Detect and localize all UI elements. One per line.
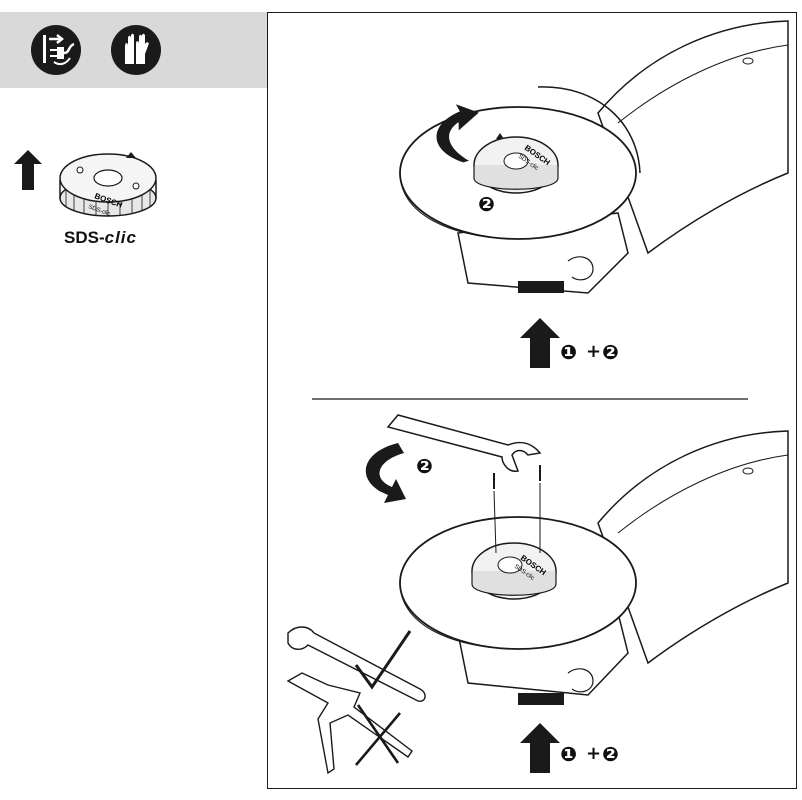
cross-mark-icon <box>355 704 401 766</box>
top-up-arrow-icon <box>520 318 560 368</box>
bottom-rotation-step-number: ❷ <box>416 454 433 478</box>
bottom-up-arrow-icon <box>520 723 560 773</box>
sds-label-prefix: SDS- <box>64 228 105 247</box>
gloves-icon <box>111 25 161 75</box>
unplug-icon <box>31 25 81 75</box>
up-arrow-icon <box>14 150 42 190</box>
bottom-step-grinder-illustration: BOSCH SDS-clic ❷ ❶ + ❷ <box>286 414 789 775</box>
check-mark-icon <box>354 630 412 690</box>
bottom-combo-plus: + <box>586 743 601 764</box>
sds-nut-sidebar-illustration: BOSCH SDS-clic <box>14 150 157 218</box>
top-rotation-arrow-icon <box>436 104 479 163</box>
correct-pin-wrench-icon <box>287 626 426 702</box>
top-combo-step-1: ❶ <box>560 340 577 364</box>
bottom-combo-step-2: ❷ <box>602 742 619 766</box>
top-combo-plus: + <box>586 341 601 362</box>
sds-clic-label: SDS-clic <box>64 228 137 248</box>
bottom-combo-step-1: ❶ <box>560 742 577 766</box>
sds-label-suffix: clic <box>104 228 137 247</box>
instruction-drawings: BOSCH SDS-clic ❷ ❶ + ❷ BOSCH SDS-clic <box>286 20 789 775</box>
instruction-panel: BOSCH SDS-clic ❷ ❶ + ❷ BOSCH SDS-clic <box>267 12 797 789</box>
bottom-rotation-arrow-icon <box>365 443 406 503</box>
top-rotation-step-number: ❷ <box>478 192 495 216</box>
top-step-grinder-illustration: BOSCH SDS-clic ❷ ❶ + ❷ <box>399 20 789 368</box>
safety-header-band <box>0 12 267 88</box>
top-combo-step-2: ❷ <box>602 340 619 364</box>
pin-wrench-tool <box>386 414 542 472</box>
